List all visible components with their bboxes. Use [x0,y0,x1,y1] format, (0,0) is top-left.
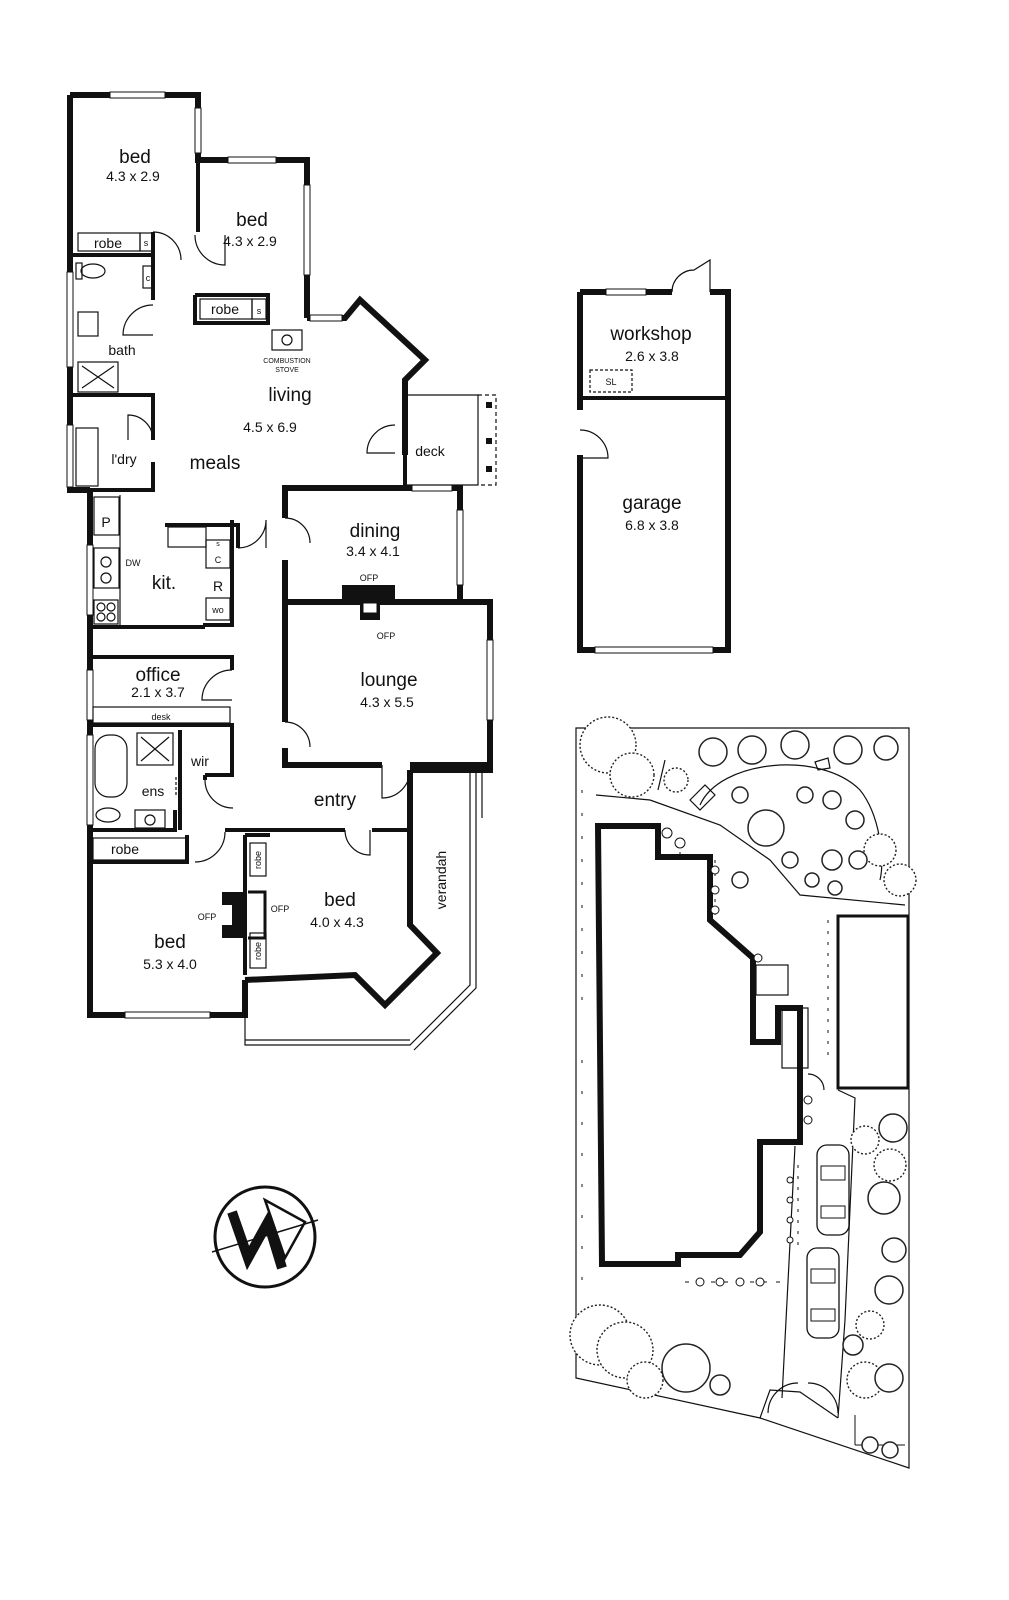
c1-label: c [146,273,151,283]
wir-label: wir [190,753,209,769]
living-size: 4.5 x 6.9 [243,419,297,435]
garage-size: 6.8 x 3.8 [625,517,679,533]
bed3-size: 5.3 x 4.0 [143,956,197,972]
office-size: 2.1 x 3.7 [131,684,185,700]
bed3-label: bed [154,932,186,953]
dining-size: 3.4 x 4.1 [346,543,400,559]
workshop-sl-label: SL [605,377,616,387]
robe3-label: robe [111,841,139,857]
outbuilding [577,258,731,654]
deck [403,394,497,486]
fixtures [75,232,395,969]
bed1-label: bed [119,147,151,168]
site-plan [569,716,917,1469]
entry-label: entry [314,790,357,811]
verandah-label: verandah [433,851,449,909]
robe1-label: robe [94,235,122,251]
s1-label: s [144,238,149,248]
garage-label: garage [622,493,681,514]
deck-label: deck [415,443,446,459]
doors [122,231,411,863]
bath-label: bath [108,342,135,358]
meals-label: meals [190,453,241,474]
workshop-label: workshop [609,324,691,345]
bed3-ofp-label: OFP [198,912,217,922]
bed4-size: 4.0 x 4.3 [310,914,364,930]
bed4-ofp-label: OFP [271,904,290,914]
dw-label: DW [126,558,141,568]
bed2-size: 4.3 x 2.9 [223,233,277,249]
lounge-size: 4.3 x 5.5 [360,694,414,710]
windows [66,91,494,1019]
kit-c-label: C [215,555,222,565]
lounge-ofp-label: OFP [377,631,396,641]
robe4-label: robe [253,851,263,869]
dining-label: dining [350,521,401,542]
stove-label-2: STOVE [275,367,299,374]
robe2-label: robe [211,301,239,317]
kit-wo-label: wo [211,605,224,615]
dining-ofp-label: OFP [360,573,379,583]
workshop-size: 2.6 x 3.8 [625,348,679,364]
ensuite-label: ens [142,783,165,799]
north-compass: N [211,1185,319,1289]
kit-r-label: R [213,578,223,594]
verandah-structure [244,772,483,1051]
stove-label-1: COMBUSTION [263,358,310,365]
kitchen-label: kit. [152,573,176,594]
bed1-size: 4.3 x 2.9 [106,168,160,184]
kit-s-label: s [216,541,220,548]
s2-label: s [257,306,262,316]
office-label: office [135,665,180,686]
laundry-label: l'dry [111,451,136,467]
desk-label: desk [151,712,171,722]
lounge-label: lounge [360,670,417,691]
bed2-label: bed [236,210,268,231]
bed4-label: bed [324,890,356,911]
living-label: living [268,385,311,406]
pantry-label: P [101,514,110,530]
robe5-label: robe [253,942,263,960]
